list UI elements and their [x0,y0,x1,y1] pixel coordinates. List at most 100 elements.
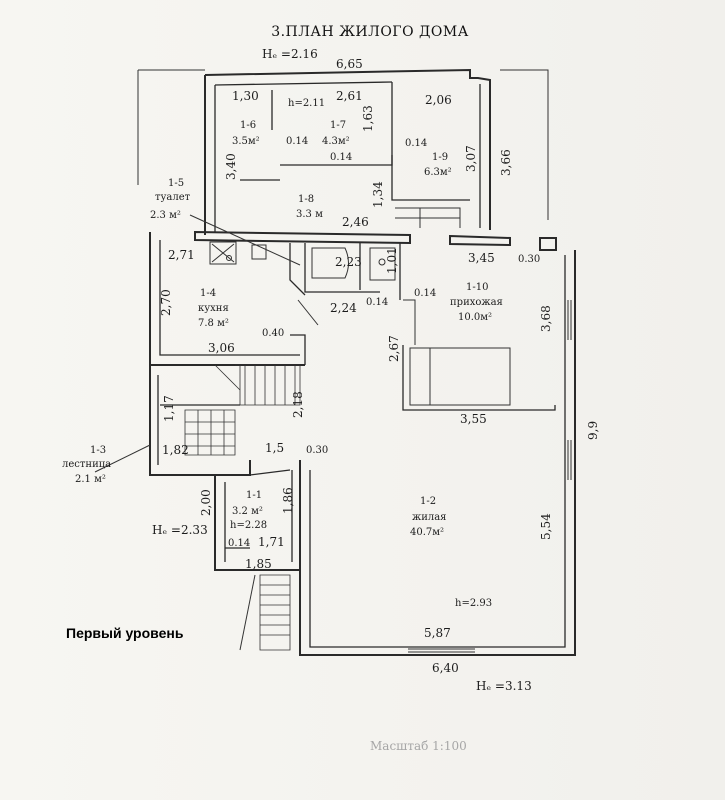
room-1-8-area: 3.3 м [296,209,323,220]
room-1-3-name: лестница [62,459,111,470]
svg-text:2,24: 2,24 [330,301,357,315]
svg-text:2,61: 2,61 [336,89,363,103]
room-1-7-height: h=2.11 [288,98,325,109]
room-1-10-id: 1-10 [466,282,488,293]
svg-text:6,65: 6,65 [336,57,363,71]
room-1-4-id: 1-4 [200,288,216,299]
svg-text:0.14: 0.14 [405,138,427,149]
wall-living-inner [309,255,566,648]
svg-text:1,82: 1,82 [162,443,189,457]
svg-text:0.14: 0.14 [366,297,388,308]
room-1-2-height: h=2.93 [455,598,492,609]
wall-top-inner [214,81,393,86]
room-1-10-name: прихожая [450,297,503,308]
room-1-4-name: кухня [198,303,229,314]
level-label: Первый уровень [66,625,184,641]
room-1-4-area: 7.8 м² [198,318,229,329]
room-1-3-id: 1-3 [90,445,106,456]
kitchen-stove [209,241,237,265]
svg-text:3,55: 3,55 [460,412,487,426]
room-1-2-name: жилая [412,512,447,523]
room-1-5-id: 1-5 [168,178,184,189]
svg-text:5,54: 5,54 [539,513,553,540]
wall-kitchen-inner [159,240,300,356]
kitchen-sink [251,244,267,260]
svg-text:1,01: 1,01 [385,247,399,274]
room-1-7-id: 1-7 [330,120,346,131]
svg-text:0.30: 0.30 [518,254,540,265]
svg-text:9,9: 9,9 [586,421,600,440]
wall-toilet [304,243,380,293]
svg-text:0.14: 0.14 [286,136,308,147]
wall-kitchen-stub [290,334,306,365]
plan-title: 3.ПЛАН ЖИЛОГО ДОМА [271,24,469,40]
svg-text:2,18: 2,18 [291,391,305,418]
svg-text:5,87: 5,87 [424,626,451,640]
wall-19-left [391,155,470,201]
svg-text:1,85: 1,85 [245,557,272,571]
svg-text:0.14: 0.14 [330,152,352,163]
room-1-6-area: 3.5м² [232,136,260,147]
wall-middle [194,230,411,245]
svg-text:0.14: 0.14 [414,288,436,299]
room-1-5-name: туалет [155,192,191,203]
svg-text:3,40: 3,40 [224,153,238,180]
svg-text:1,63: 1,63 [361,105,375,132]
hall-stair-block [409,347,511,406]
room-1-2-area: 40.7м² [410,527,444,538]
room-1-7-area: 4.3м² [322,136,350,147]
svg-text:2,70: 2,70 [159,289,173,316]
room-labels: 1-6 3.5м² 1-7 4.3м² h=2.11 1-8 3.3 м 1-9… [62,98,503,609]
room-1-1-id: 1-1 [246,490,262,501]
height-bottom: Hₑ =3.13 [476,679,532,693]
room-1-9-area: 6.3м² [424,167,452,178]
walls [94,68,576,656]
room-1-5-area: 2.3 м² [150,210,181,221]
svg-text:1,30: 1,30 [232,89,259,103]
svg-text:1,34: 1,34 [371,181,385,208]
svg-text:1,86: 1,86 [281,487,295,514]
wall-middle-right [449,234,511,247]
svg-text:3,68: 3,68 [539,305,553,332]
room-1-9-id: 1-9 [432,152,448,163]
dimension-labels: 6,65 1,30 2,61 2,06 1,63 0.14 0.14 0.14 … [159,57,600,675]
svg-text:3,45: 3,45 [468,251,495,265]
svg-text:0.40: 0.40 [262,328,284,339]
scale-label: Масштаб 1:100 [370,739,467,753]
svg-text:6,40: 6,40 [432,661,459,675]
outline-right-top [500,69,549,220]
outline-left-top [137,69,205,185]
toilet-basin [369,247,396,281]
svg-text:3,06: 3,06 [208,341,235,355]
top-stair-mark [395,207,461,228]
room-1-6-id: 1-6 [240,120,256,131]
wall-living-outer [299,250,576,656]
wall-hall-partition [402,345,556,411]
wall-top-outer [204,68,491,230]
height-top: Hₑ =2.16 [262,47,318,61]
svg-text:1,5: 1,5 [265,441,284,455]
room-1-10-area: 10.0м² [458,312,492,323]
svg-text:2,46: 2,46 [342,215,369,229]
svg-text:2,67: 2,67 [387,335,401,362]
height-left: Hₑ =2.33 [152,523,208,537]
svg-text:0.30: 0.30 [306,445,328,456]
svg-text:2,00: 2,00 [199,489,213,516]
wall-corner-right [539,237,557,251]
svg-text:2,06: 2,06 [425,93,452,107]
svg-text:0.14: 0.14 [228,538,250,549]
room-1-2-id: 1-2 [420,496,436,507]
room-1-3-area: 2.1 м² [75,474,106,485]
svg-text:3,07: 3,07 [464,145,478,172]
svg-text:2,71: 2,71 [168,248,195,262]
toilet-fixture [311,247,349,279]
room-1-8-id: 1-8 [298,194,314,205]
svg-text:3,66: 3,66 [499,149,513,176]
entry-stairs [259,574,291,651]
wall-kitchen-right [289,243,306,296]
wall-stair-outer [149,365,251,476]
svg-text:1,17: 1,17 [162,395,176,422]
room-1-1-area: 3.2 м² [232,506,263,517]
